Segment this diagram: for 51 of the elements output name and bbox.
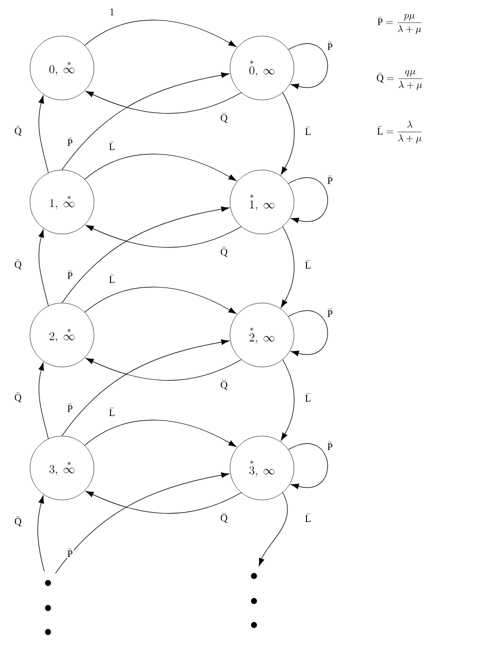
arrow xyxy=(62,206,230,304)
edge-label: $\bar{\mathrm{Q}}$ xyxy=(13,392,23,404)
edge-label: $\bar{\mathrm{Q}}$ xyxy=(219,112,229,124)
edge-label: $\bar{\mathrm{L}}$ xyxy=(304,126,312,136)
edge-label: $\bar{\mathrm{L}}$ xyxy=(304,513,312,523)
arrow xyxy=(38,95,49,174)
arrow xyxy=(62,339,230,436)
arrow xyxy=(38,362,49,440)
edge-label: $\bar{\mathrm{P}}$ xyxy=(326,41,334,51)
edge-label: $\bar{\mathrm{Q}}$ xyxy=(13,125,23,137)
loop-arrow xyxy=(288,443,328,490)
formula: $\bar{\mathrm{P}} = \frac{p\mu}{\lambda + \mu}$ xyxy=(378,14,422,34)
formula: $\bar{\mathrm{L}} = \frac{\lambda}{\lambda + \mu}$ xyxy=(377,120,422,144)
arrow xyxy=(86,225,242,248)
edge-label: $\bar{\mathrm{Q}}$ xyxy=(13,516,23,528)
edge-label: $\bar{\mathrm{L}}$ xyxy=(304,392,312,402)
edge-label: $1$ xyxy=(108,8,116,16)
edge-label: $\bar{\mathrm{L}}$ xyxy=(108,274,116,284)
arrow xyxy=(62,72,230,170)
formula: $\bar{\mathrm{Q}} = \frac{q\mu}{\lambda + \mu}$ xyxy=(376,70,422,90)
arrow xyxy=(84,420,236,447)
arrow xyxy=(84,20,236,47)
loop-arrow xyxy=(288,177,328,224)
edge-label: $\bar{\mathrm{P}}$ xyxy=(326,441,334,451)
arrow xyxy=(86,491,242,514)
edge-label: $\bar{\mathrm{P}}$ xyxy=(66,403,74,413)
arrow xyxy=(86,358,242,381)
edge-label: $\bar{\mathrm{L}}$ xyxy=(304,260,312,270)
arrow xyxy=(55,472,230,574)
arrow xyxy=(38,229,49,306)
edge-label: $\bar{\mathrm{P}}$ xyxy=(66,548,74,558)
loop-arrow xyxy=(288,43,328,90)
edge-label: $\bar{\mathrm{P}}$ xyxy=(66,270,74,280)
edge-label: $\bar{\mathrm{Q}}$ xyxy=(219,512,229,524)
edge-label: $\bar{\mathrm{Q}}$ xyxy=(13,258,23,270)
edge-label: $\bar{\mathrm{P}}$ xyxy=(66,137,74,147)
arrow xyxy=(258,492,288,566)
edge-label: $\bar{\mathrm{Q}}$ xyxy=(219,379,229,391)
edge-label: $\bar{\mathrm{P}}$ xyxy=(326,175,334,185)
arrow xyxy=(84,286,236,314)
arrow xyxy=(86,91,242,114)
arrow xyxy=(280,226,294,308)
edge-label: $\bar{\mathrm{L}}$ xyxy=(108,141,116,151)
arrow xyxy=(280,359,294,441)
arrow xyxy=(37,495,45,572)
edge-label: $\bar{\mathrm{P}}$ xyxy=(326,308,334,318)
arrow xyxy=(84,154,236,181)
edge-label: $\bar{\mathrm{L}}$ xyxy=(108,407,116,417)
loop-arrow xyxy=(288,310,328,356)
arrow xyxy=(280,92,295,175)
edge-label: $\bar{\mathrm{Q}}$ xyxy=(219,246,229,258)
